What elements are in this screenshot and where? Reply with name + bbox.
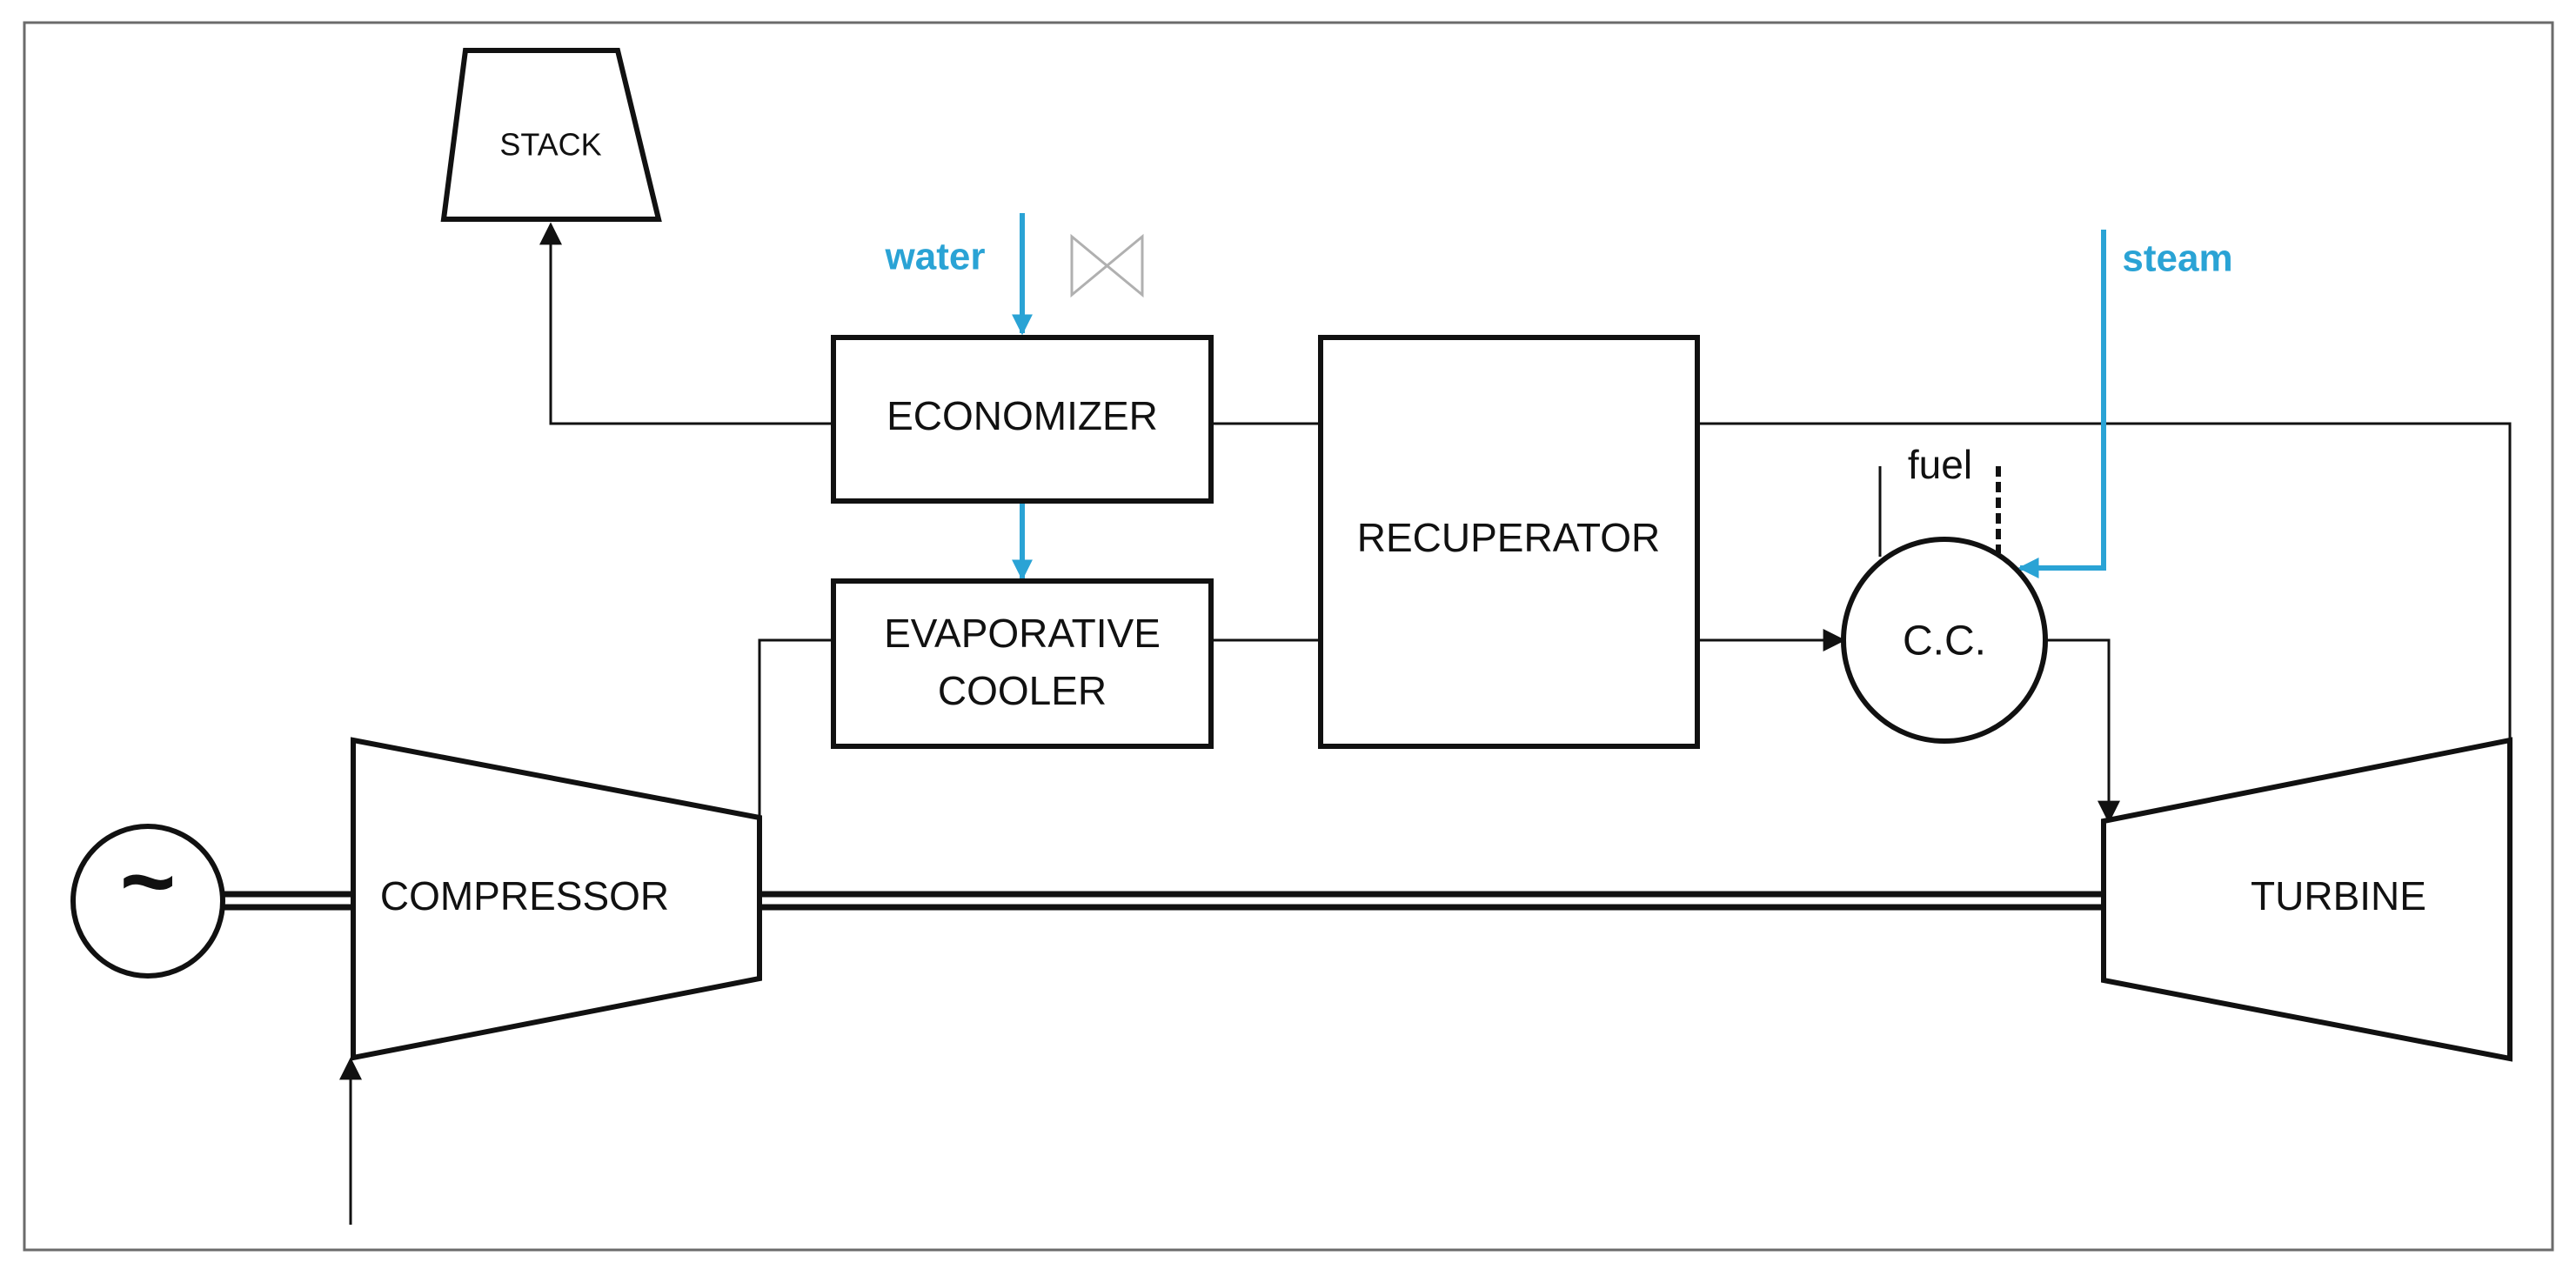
- exhaust-to-stack-line: [539, 222, 833, 425]
- turbine-exhaust-line: [1697, 422, 2512, 741]
- evaporative-cooler: EVAPORATIVE COOLER: [831, 578, 1214, 749]
- turbine-label: TURBINE: [2251, 873, 2426, 919]
- economizer-label: ECONOMIZER: [887, 393, 1158, 438]
- turbine: TURBINE: [2101, 737, 2512, 1062]
- evaporative-cooler-label-line2: COOLER: [938, 668, 1107, 713]
- fuel-label: fuel: [1908, 442, 1972, 487]
- stack-label: STACK: [499, 127, 601, 163]
- combustion-chamber-label: C.C.: [1903, 618, 1986, 665]
- economizer: ECONOMIZER: [831, 335, 1214, 504]
- compressor-label: COMPRESSOR: [380, 873, 669, 919]
- steam-injection-arrow: [2017, 230, 2106, 578]
- steam-label: steam: [2122, 237, 2232, 280]
- generator-icon: ~: [120, 828, 176, 935]
- diagram-frame: [23, 21, 2554, 1252]
- cc-to-turbine-line: [2045, 638, 2120, 824]
- combustion-chamber: C.C.: [1841, 537, 2048, 744]
- recuperator: RECUPERATOR: [1318, 335, 1700, 749]
- generator: ~: [70, 824, 225, 979]
- compressor: COMPRESSOR: [351, 737, 762, 1061]
- compressor-to-evap-line: [758, 638, 833, 818]
- valve-icon: [1070, 233, 1144, 298]
- evaporative-cooler-label-line1: EVAPORATIVE: [884, 611, 1161, 656]
- recuperator-label: RECUPERATOR: [1357, 515, 1660, 560]
- water-label: water: [885, 236, 986, 278]
- stack: STACK: [440, 48, 662, 222]
